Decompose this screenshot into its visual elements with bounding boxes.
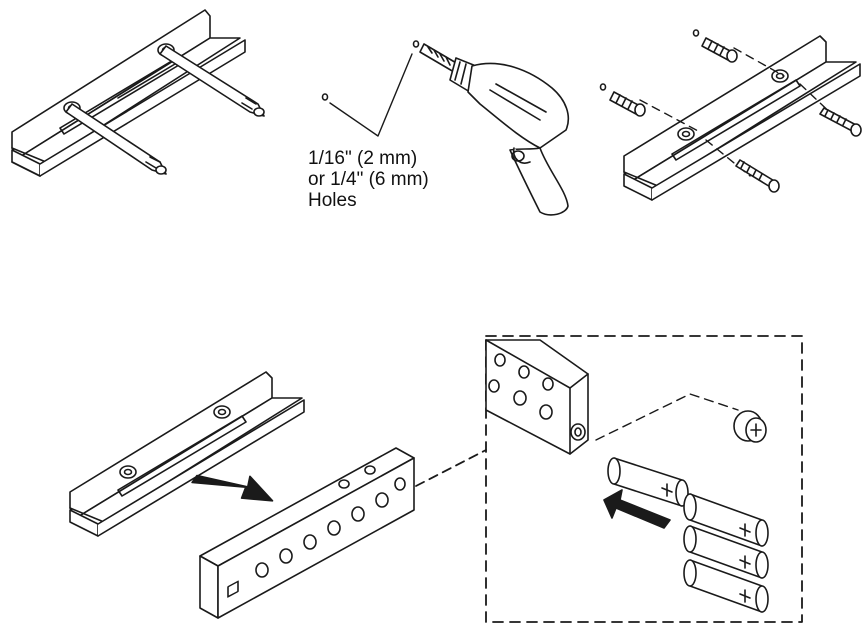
screw-icon — [819, 107, 862, 137]
control-unit — [199, 447, 415, 619]
bracket-hole — [213, 405, 231, 419]
battery-icon — [683, 559, 769, 613]
arrow-icon — [191, 474, 274, 502]
drill-icon — [419, 43, 570, 216]
battery-icon — [683, 493, 769, 547]
hole-size-callout: 1/16" (2 mm) or 1/4" (6 mm) Holes — [308, 148, 429, 211]
callout-leader — [329, 53, 413, 137]
wall-anchor-icon — [701, 37, 738, 63]
bracket-hole — [677, 127, 695, 141]
battery-icon — [607, 457, 689, 507]
hole-size-line-1: 1/16" (2 mm) — [308, 148, 418, 169]
hole-size-line-2: or 1/4" (6 mm) — [308, 169, 429, 190]
control-unit-end-detail — [485, 339, 589, 455]
hole-size-line-3: Holes — [308, 190, 357, 211]
wall-hole — [692, 29, 700, 37]
battery-icon — [683, 525, 769, 579]
bracket-hole — [119, 465, 137, 479]
step3-bracket-mount — [623, 35, 861, 201]
step4-bracket — [69, 371, 305, 537]
wall-anchor-icon — [609, 91, 646, 117]
wall-hole — [412, 40, 420, 48]
battery-cap-icon — [733, 410, 767, 443]
arrow-icon — [603, 489, 671, 529]
pencil-icon — [159, 45, 265, 117]
screw-icon — [735, 159, 780, 193]
bracket-hole — [771, 69, 789, 83]
pencil-icon — [65, 103, 167, 175]
battery-path-dashes — [595, 393, 739, 441]
wall-hole — [599, 83, 607, 91]
detail-box — [485, 335, 803, 623]
connector-dashes — [415, 449, 487, 487]
wall-hole — [321, 93, 329, 101]
